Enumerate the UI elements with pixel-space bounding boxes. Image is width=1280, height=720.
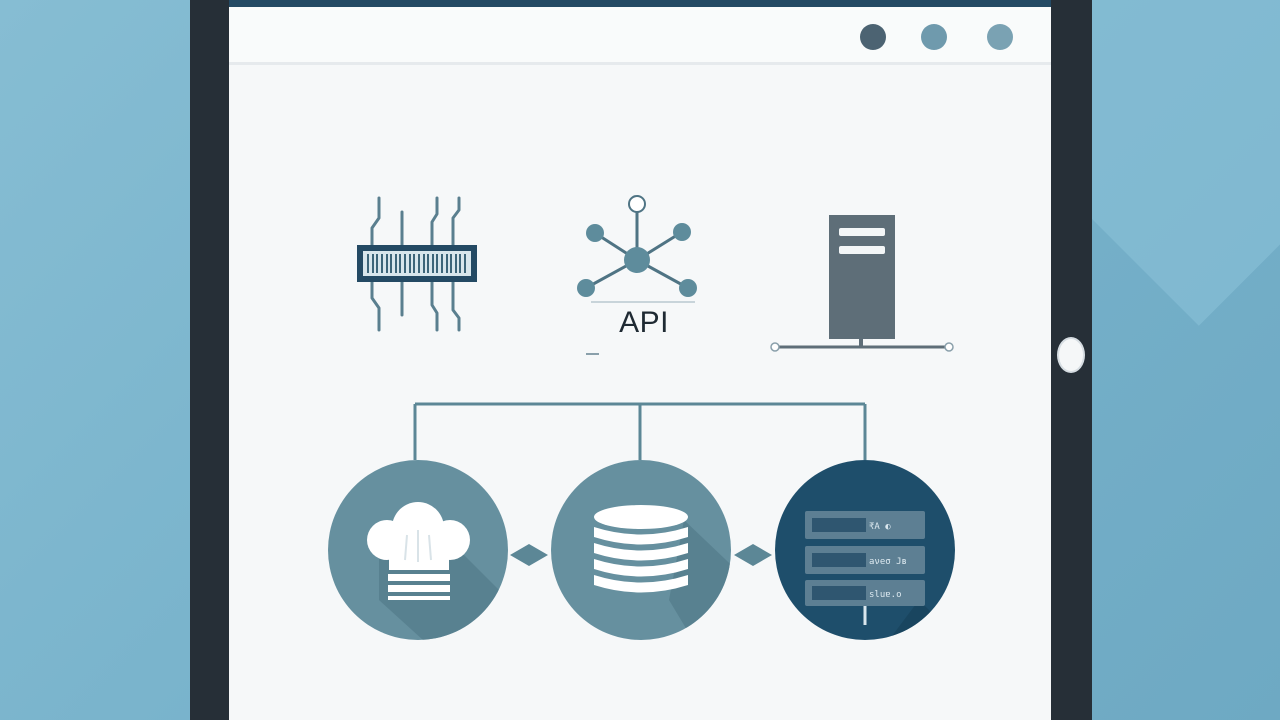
chef-hat-icon xyxy=(367,502,470,600)
rack-label-1: ₹A ◐ xyxy=(869,522,891,532)
api-label: API xyxy=(619,306,669,339)
connector-bus xyxy=(413,402,867,460)
chip-barcode xyxy=(367,254,466,273)
rack-label-3: sluɐ.o xyxy=(869,590,902,600)
network-hub-icon xyxy=(577,195,697,355)
microchip-icon xyxy=(357,196,477,332)
window-control-dot-dark[interactable] xyxy=(860,24,886,50)
database-circle xyxy=(551,460,731,640)
window-control-dot-mid[interactable] xyxy=(921,24,947,50)
architecture-diagram: ₹A ◐ aνeσ Jʙ sluɐ.o xyxy=(328,195,955,640)
server-tower-icon xyxy=(770,215,954,352)
server-rack-circle: ₹A ◐ aνeσ Jʙ sluɐ.o xyxy=(775,460,955,640)
screen-top-bar xyxy=(229,0,1051,7)
chef-hat-circle xyxy=(328,460,508,640)
home-button[interactable] xyxy=(1057,337,1085,373)
rack-label-2: aνeσ Jʙ xyxy=(869,557,907,567)
window-control-dot-light[interactable] xyxy=(987,24,1013,50)
link-diamond xyxy=(510,544,548,566)
server-rack-icon: ₹A ◐ aνeσ Jʙ sluɐ.o xyxy=(805,511,925,625)
tablet-screen: ₹A ◐ aνeσ Jʙ sluɐ.o API xyxy=(229,0,1051,720)
link-diamond xyxy=(734,544,772,566)
database-icon xyxy=(594,505,688,593)
window-header xyxy=(229,7,1051,65)
